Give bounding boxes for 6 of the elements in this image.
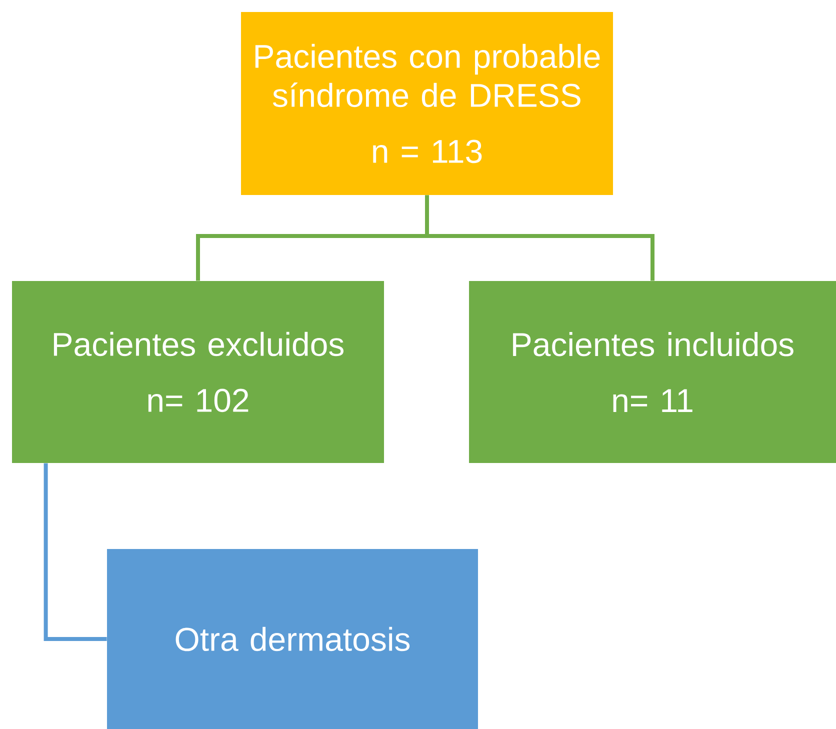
process-box: Pacientes incluidos n= 11 xyxy=(469,281,836,463)
process-box: Otra dermatosis xyxy=(107,549,478,729)
connector-line xyxy=(425,195,654,281)
process-box: Pacientes con probable síndrome de DRESS n = 113 xyxy=(241,12,613,195)
connector-line xyxy=(44,463,107,641)
process-box: Pacientes excluidos n= 102 xyxy=(12,281,384,463)
